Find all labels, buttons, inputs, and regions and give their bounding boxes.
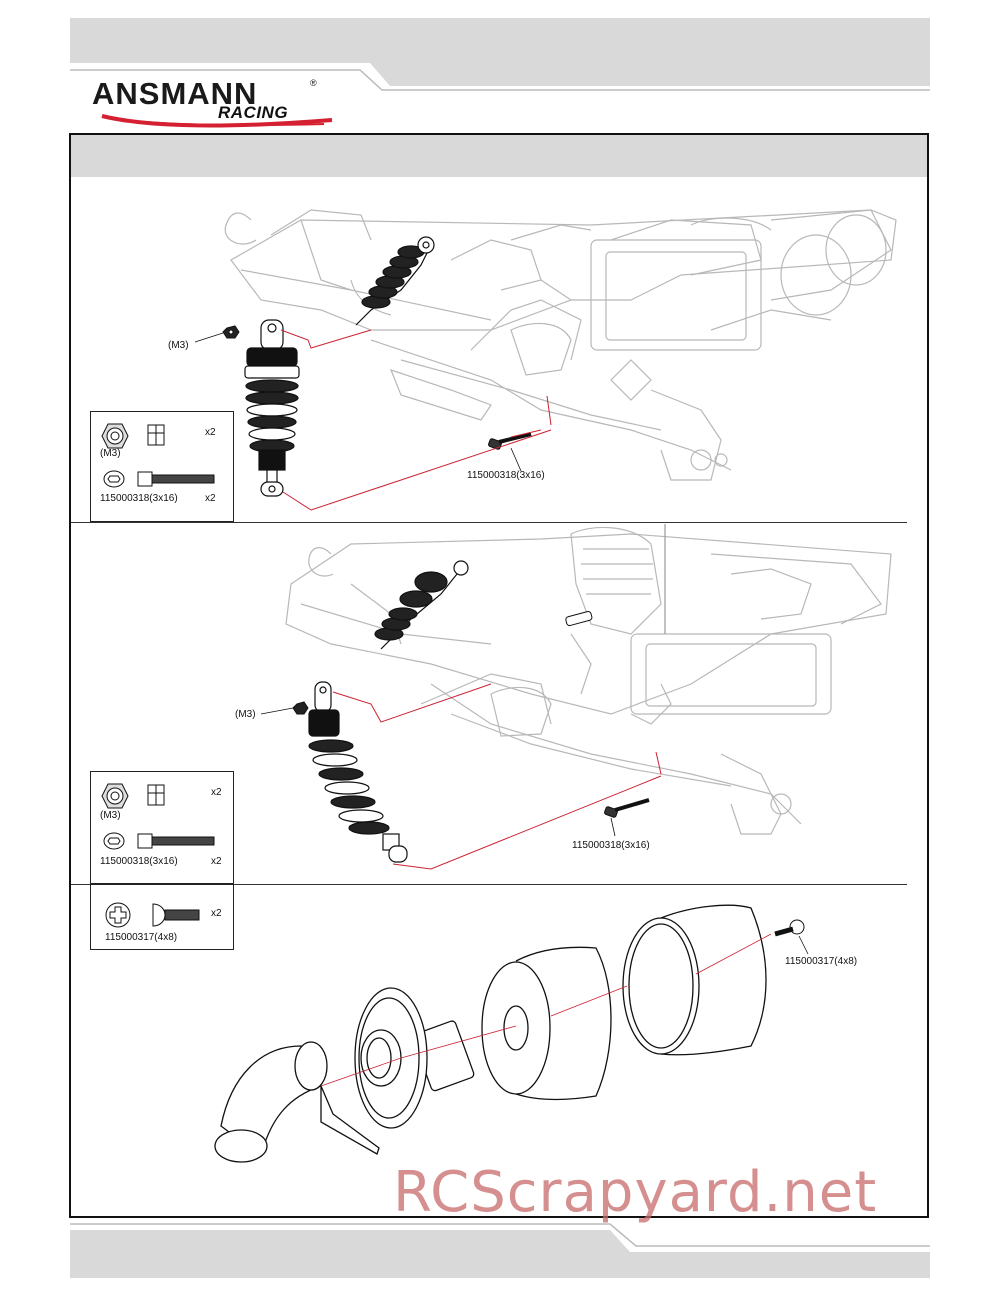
screw-label-1: 115000318(3x16): [100, 493, 178, 504]
screw-head-icon: [103, 832, 125, 850]
registered-mark: ®: [310, 78, 317, 88]
nut-label-2: (M3): [100, 810, 121, 821]
brand-name: ANSMANN: [92, 76, 258, 111]
nut-callout-2: (M3): [235, 709, 256, 720]
nut-label-1: (M3): [100, 448, 121, 459]
parts-box-1: x2 (M3) 115000318(3x16) x2: [90, 411, 234, 522]
nut-side-icon: [147, 424, 165, 446]
brand-sub: RACING: [218, 103, 289, 122]
screw-qty-2: x2: [211, 856, 222, 867]
phillips-head-icon: [105, 902, 131, 928]
section-divider-1: [71, 522, 907, 523]
upper-shock-spring: [361, 245, 425, 309]
section-header-band: [71, 135, 927, 177]
nut-side-icon: [147, 784, 165, 806]
nut-callout-1: (M3): [168, 340, 189, 351]
logo-swoosh-icon: [101, 114, 333, 128]
parts-box-3: x2 115000317(4x8): [90, 884, 234, 950]
watermark: RCScrapyard.net: [393, 1160, 878, 1225]
parts-box-2: x2 (M3) 115000318(3x16) x2: [90, 771, 234, 884]
nut-qty-2: x2: [211, 787, 222, 798]
brand-logo: ANSMANN ® RACING: [92, 76, 333, 130]
screw-callout-3: 115000317(4x8): [785, 956, 858, 967]
screw-qty-3: x2: [211, 908, 222, 919]
rear-chassis-diagram-1: [194, 209, 897, 511]
nut-qty-1: x2: [205, 427, 216, 438]
top-header-bar: [70, 18, 930, 91]
bottom-footer-bar: [70, 1223, 930, 1278]
screw-label-2: 115000318(3x16): [100, 856, 178, 867]
nut-top-icon: [101, 423, 129, 449]
front-chassis-diagram-2: [260, 524, 892, 870]
screw-callout-1: 115000318(3x16): [467, 470, 545, 481]
screw-label-3: 115000317(4x8): [105, 932, 178, 943]
section-divider-2: [71, 884, 907, 885]
button-screw-side-icon: [152, 903, 200, 927]
screw-callout-2: 115000318(3x16): [572, 840, 650, 851]
screw-head-icon: [103, 470, 125, 488]
screw-side-icon: [137, 471, 215, 487]
air-filter-exploded-diagram: [214, 904, 809, 1163]
screw-side-icon: [137, 833, 215, 849]
nut-top-icon: [101, 783, 129, 809]
screw-qty-1: x2: [205, 493, 216, 504]
